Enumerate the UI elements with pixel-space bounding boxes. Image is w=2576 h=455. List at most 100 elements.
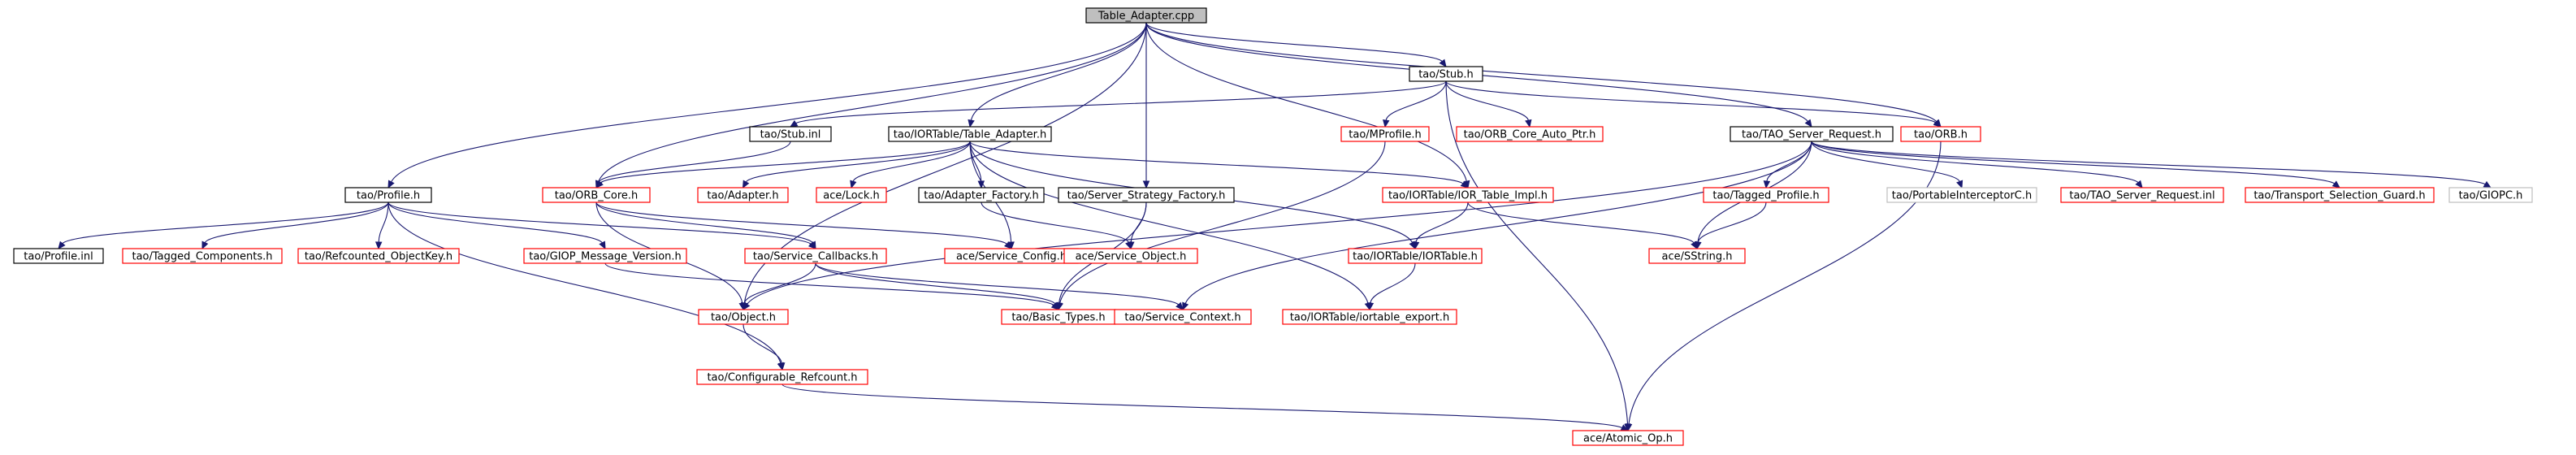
include-edge-profile_h-to-profile_inl [58,202,389,249]
node-label: tao/Profile.inl [24,251,93,263]
node-configurable-refcount-h[interactable]: tao/Configurable_Refcount.h [696,369,868,385]
include-edge-service_callbacks_h-to-object_h [741,262,816,311]
node-box [122,248,283,264]
arrowhead [742,180,750,189]
node-ace-service-config-h[interactable]: ace/Service_Config.h [944,248,1079,264]
include-edge-orb_core_h-to-ace_service_config_h [595,202,1012,249]
node-ior-table-impl-h[interactable]: tao/IORTable/IOR_Table_Impl.h [1382,187,1554,203]
node-box [2245,187,2435,203]
node-orb-core-h[interactable]: tao/ORB_Core.h [542,187,651,203]
node-adapter-factory-h[interactable]: tao/Adapter_Factory.h [918,187,1045,203]
include-edge-object_h-to-configurable_refcount_h [742,323,786,371]
arrowhead [2483,180,2492,188]
node-label: tao/IORTable/iortable_export.h [1290,312,1449,324]
node-orb-h[interactable]: tao/ORB.h [1900,126,1981,142]
arrowhead [1804,119,1812,128]
arrowhead [58,240,66,249]
node-transport-selection-guard-h[interactable]: tao/Transport_Selection_Guard.h [2245,187,2435,203]
include-edge-profile_h-to-service_callbacks_h [387,202,816,249]
node-mprofile-h[interactable]: tao/MProfile.h [1340,126,1430,142]
include-edge-root-to-profile_h [387,22,1147,189]
node-label: tao/IORTable/Table_Adapter.h [894,129,1046,141]
node-portable-interceptor-c-h: tao/PortableInterceptorC.h [1886,187,2037,203]
arrowhead [1052,301,1059,311]
include-edge-iortable_table_adapter_h-to-orb_core_h [595,141,971,188]
node-label: tao/ORB.h [1914,129,1968,141]
node-box [744,248,887,264]
node-object-h[interactable]: tao/Object.h [698,309,789,325]
node-tao-stub-h[interactable]: tao/Stub.h [1409,66,1483,82]
node-box [542,187,651,203]
include-edge-tao_server_request_h-to-tao_server_request_inl [1811,141,2143,188]
node-profile-h[interactable]: tao/Profile.h [344,187,432,203]
include-edge-root-to-tao_stub_h [1145,22,1447,67]
node-adapter-h[interactable]: tao/Adapter.h [697,187,789,203]
node-label: tao/GIOPC.h [2459,190,2523,202]
node-tagged-profile-h[interactable]: tao/Tagged_Profile.h [1703,187,1829,203]
node-orb-core-auto-ptr-h[interactable]: tao/ORB_Core_Auto_Ptr.h [1456,126,1604,142]
include-edge-tao_server_request_h-to-portable_interceptor_c_h [1811,141,1963,189]
node-box [2448,187,2533,203]
node-box [1886,187,2037,203]
include-edge-root-to-orb_h [1145,22,1942,128]
arrowhead [1525,119,1532,128]
node-box [2060,187,2224,203]
node-box [523,248,687,264]
include-edge-iortable_iortable_h-to-iortable_export_h [1366,262,1416,311]
node-profile-inl[interactable]: tao/Profile.inl [13,248,104,264]
node-server-strategy-factory-h[interactable]: tao/Server_Strategy_Factory.h [1058,187,1235,203]
node-label: tao/GIOP_Message_Version.h [529,251,682,263]
include-edge-iortable_table_adapter_h-to-ior_table_impl_h [969,141,1469,188]
node-label: tao/Stub.h [1418,69,1474,81]
arrowhead [789,119,799,128]
arrowhead [387,180,395,189]
include-edge-iortable_table_adapter_h-to-iortable_export_h [969,141,1371,311]
include-edge-profile_h-to-giop_message_version_h [387,202,606,250]
arrowhead [1625,423,1633,432]
include-edge-service_callbacks_h-to-service_context_h [815,262,1184,310]
include-edge-configurable_refcount_h-to-ace_atomic_op_h [781,384,1630,431]
arrowhead [2331,180,2340,188]
node-box [1456,126,1604,142]
edges-layer [58,22,2492,432]
node-ace-atomic-op-h[interactable]: ace/Atomic_Op.h [1572,430,1684,446]
node-ace-lock-h[interactable]: ace/Lock.h [816,187,887,203]
node-label: tao/Profile.h [357,190,420,202]
arrowhead [1439,58,1447,67]
node-ace-service-object-h[interactable]: ace/Service_Object.h [1063,248,1198,264]
node-refcounted-objectkey-h[interactable]: tao/Refcounted_ObjectKey.h [297,248,460,264]
node-iortable-iortable-h[interactable]: tao/IORTable/IORTable.h [1348,248,1483,264]
arrowhead [1128,241,1135,250]
include-edge-root-to-iortable_table_adapter_h [968,22,1147,128]
node-box [1730,126,1894,142]
node-iortable-export-h[interactable]: tao/IORTable/iortable_export.h [1282,309,1457,325]
node-tao-server-request-inl[interactable]: tao/TAO_Server_Request.inl [2060,187,2224,203]
include-edge-tao_server_request_h-to-transport_selection_guard_h [1811,141,2340,188]
arrowhead [595,180,604,188]
node-tao-server-request-h[interactable]: tao/TAO_Server_Request.h [1730,126,1894,142]
node-box [1340,126,1430,142]
node-label: tao/Refcounted_ObjectKey.h [305,251,452,263]
node-tagged-components-h[interactable]: tao/Tagged_Components.h [122,248,283,264]
node-box [918,187,1045,203]
node-label: tao/ORB_Core.h [555,190,639,202]
node-label: tao/Service_Callbacks.h [753,251,878,263]
node-tao-stub-inl[interactable]: tao/Stub.inl [749,126,832,142]
include-edge-mprofile_h-to-basic_types_h [1056,141,1386,311]
node-box [13,248,104,264]
arrowhead [777,362,786,371]
node-label: tao/Service_Context.h [1124,312,1240,324]
node-box [1572,430,1684,446]
node-giop-message-version-h[interactable]: tao/GIOP_Message_Version.h [523,248,687,264]
node-label: tao/Tagged_Components.h [132,251,272,263]
arrowhead [968,119,975,128]
node-service-callbacks-h[interactable]: tao/Service_Callbacks.h [744,248,887,264]
node-root[interactable]: Table_Adapter.cpp [1085,7,1207,24]
node-ace-sstring-h[interactable]: ace/SString.h [1648,248,1746,264]
node-service-context-h[interactable]: tao/Service_Context.h [1114,309,1252,325]
node-basic-types-h[interactable]: tao/Basic_Types.h [1001,309,1116,325]
include-edge-tao_server_request_h-to-giopc_h [1811,141,2492,188]
include-edge-tagged_profile_h-to-ace_sstring_h [1695,202,1767,250]
node-iortable-table-adapter-h[interactable]: tao/IORTable/Table_Adapter.h [888,126,1052,142]
